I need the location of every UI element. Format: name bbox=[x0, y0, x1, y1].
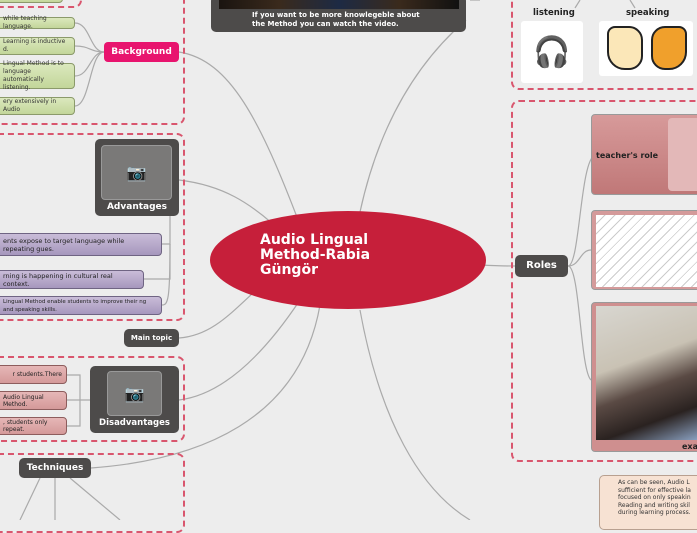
conclusion-text: As can be seen, Audio L sufficient for e… bbox=[618, 479, 691, 516]
background-node[interactable]: Background bbox=[104, 42, 179, 62]
disadvantages-node[interactable]: 📷 Disadvantages bbox=[90, 366, 179, 433]
central-title: Audio Lingual Method-Rabia Güngör bbox=[260, 232, 371, 278]
advantages-item[interactable]: ents expose to target language while rep… bbox=[0, 233, 162, 256]
teacher-role-node[interactable]: teacher's role bbox=[591, 114, 697, 195]
classroom-cartoon-image bbox=[596, 215, 697, 287]
skills-region bbox=[511, 0, 697, 90]
advantages-node[interactable]: 📷 Advantages bbox=[95, 139, 179, 216]
camera-icon: 📷 bbox=[101, 145, 172, 200]
camera-icon: 📷 bbox=[107, 371, 162, 416]
video-thumbnail[interactable] bbox=[219, 0, 459, 9]
advantages-item[interactable]: rning is happening in cultural real cont… bbox=[0, 270, 144, 289]
main-topic-node[interactable]: Main topic bbox=[124, 329, 179, 347]
video-node[interactable]: If you want to be more knowlegeble about… bbox=[211, 0, 466, 32]
example-node[interactable]: exa bbox=[591, 302, 697, 452]
speaking-image bbox=[599, 21, 693, 76]
advantages-item[interactable]: Lingual Method enable students to improv… bbox=[0, 296, 162, 315]
video-caption: If you want to be more knowlegeble about… bbox=[252, 11, 420, 28]
background-item[interactable]: ery extensively in Audio bbox=[0, 97, 75, 115]
advantages-region bbox=[0, 133, 185, 321]
listening-image: 🎧 bbox=[521, 21, 583, 83]
classroom-photo bbox=[596, 306, 697, 440]
background-item[interactable]: Lingual Method is to language automatica… bbox=[0, 60, 75, 91]
roles-node[interactable]: Roles bbox=[515, 255, 568, 277]
speaking-label: speaking bbox=[626, 8, 670, 18]
central-topic[interactable]: Audio Lingual Method-Rabia Güngör bbox=[210, 211, 486, 309]
disadvantages-item[interactable]: Audio Lingual Method. bbox=[0, 391, 67, 410]
background-item[interactable]: while teaching language. bbox=[0, 15, 75, 30]
disadvantages-item[interactable]: , students only repeat. bbox=[0, 417, 67, 435]
disadvantages-label: Disadvantages bbox=[99, 418, 170, 428]
roles-region bbox=[511, 100, 697, 462]
background-region bbox=[0, 0, 185, 125]
listening-label: listening bbox=[533, 8, 575, 18]
advantages-label: Advantages bbox=[106, 202, 168, 212]
background-item[interactable]: Learning is inductive d. bbox=[0, 37, 75, 55]
disadvantages-region bbox=[0, 356, 185, 442]
connector-lines bbox=[19, 0, 636, 520]
teacher-role-label: teacher's role bbox=[596, 151, 659, 160]
conclusion-node[interactable]: As can be seen, Audio L sufficient for e… bbox=[599, 475, 697, 530]
teacher-role-image bbox=[668, 118, 697, 191]
techniques-node[interactable]: Techniques bbox=[19, 458, 91, 478]
disadvantages-item[interactable]: r students.There bbox=[0, 365, 67, 384]
classroom-cartoon-node[interactable] bbox=[591, 210, 697, 290]
example-label: exa bbox=[682, 442, 697, 451]
